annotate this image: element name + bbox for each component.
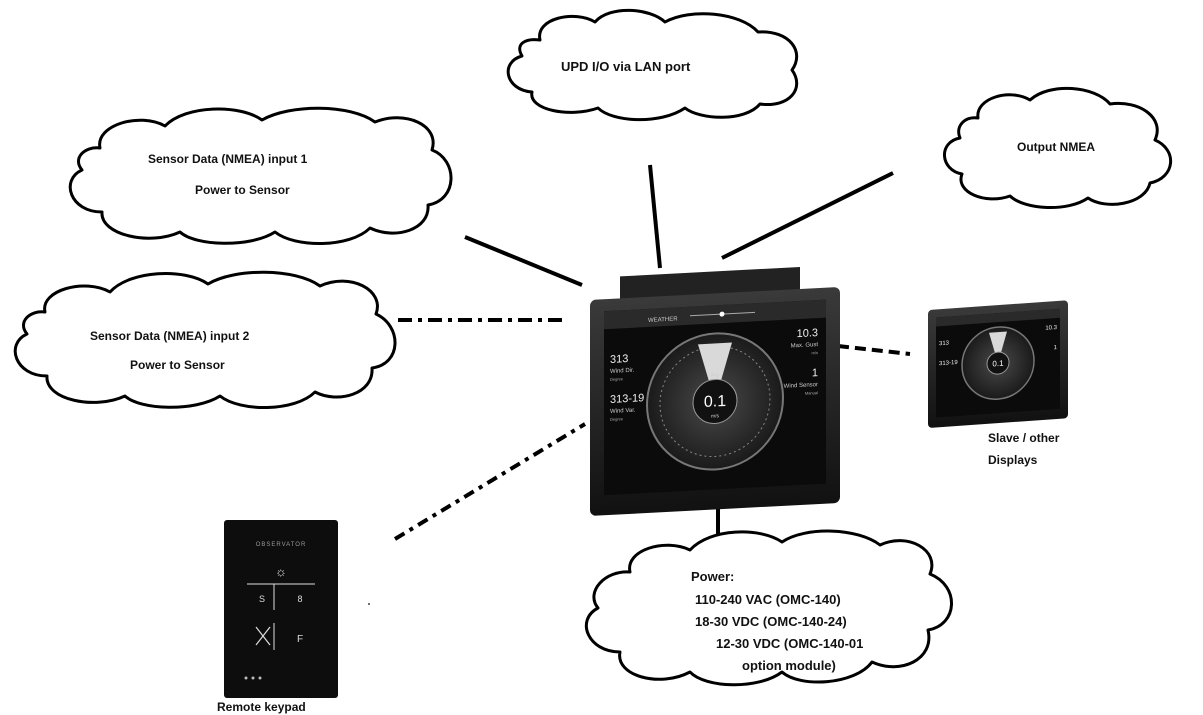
cloud-power-line1: 110-240 VAC (OMC-140): [695, 592, 841, 607]
cloud-power-line3: 12-30 VDC (OMC-140-01: [716, 636, 864, 651]
slave-center-value: 0.1: [992, 359, 1004, 369]
line-slave: [837, 344, 911, 356]
display-right-1-name: Max. Gust: [791, 342, 819, 349]
keypad-body: [224, 520, 338, 698]
slave-left-2: 313-19: [939, 360, 958, 367]
line-input1: [464, 235, 583, 287]
slave-header: [936, 308, 1060, 327]
display-left-1-unit: Degree: [610, 376, 624, 382]
display-center-circle: [692, 378, 738, 424]
display-right-2-unit: Manual: [805, 390, 818, 396]
display-dial-ring: [659, 345, 771, 458]
display-left-2-unit: Degree: [610, 416, 624, 422]
display-right-2-value: 1: [812, 367, 818, 379]
cloud-power: [585, 529, 953, 687]
cloud-power-title: Power:: [691, 569, 735, 584]
slave-center: [986, 351, 1010, 375]
cloud-nmea-out: [943, 86, 1173, 209]
line-lan: [648, 164, 662, 269]
cloud-input2: [13, 270, 397, 410]
slave-label-line1: Slave / other: [988, 431, 1060, 445]
cloud-input1-line1: Sensor Data (NMEA) input 1: [148, 152, 308, 166]
display-right-1-value: 10.3: [797, 327, 818, 340]
keypad-led-3: [258, 676, 262, 680]
cloud-lan: [506, 8, 799, 122]
display-center-value: 0.1: [704, 393, 726, 411]
keypad-label: Remote keypad: [217, 700, 306, 714]
display-right-2-name: Wind Sensor: [784, 382, 818, 390]
cloud-input1-line2: Power to Sensor: [195, 183, 290, 197]
line-nmea-out: [721, 171, 894, 260]
keypad-led-2: [251, 676, 255, 680]
display-left-2-value: 313-19: [610, 392, 644, 406]
main-display: WEATHER Avg 0.1 m/s 313 Wind Dir. Degree…: [590, 266, 840, 516]
remote-keypad: OBSERVATOR ☼ S 8 F: [224, 520, 338, 698]
keypad-brightness-icon: ☼: [275, 564, 287, 579]
cloud-power-line4: option module): [742, 658, 836, 673]
cloud-input2-line1: Sensor Data (NMEA) input 2: [90, 329, 250, 343]
slave-right-2: 1: [1054, 345, 1058, 351]
keypad-x-b: [255, 626, 271, 646]
slave-label-line2: Displays: [988, 453, 1038, 467]
slave-display: 0.1 313 313-19 10.3 1: [928, 300, 1068, 428]
display-tab: WEATHER: [648, 316, 678, 324]
keypad-led-1: [244, 676, 248, 680]
keypad-f-key: F: [297, 634, 303, 645]
keypad-left-key: S: [259, 594, 265, 604]
cloud-input1: [68, 106, 453, 246]
display-wind-sector: [698, 342, 732, 402]
slave-left-1: 313: [939, 340, 950, 347]
display-left-1-value: 313: [610, 353, 628, 366]
keypad-brand: OBSERVATOR: [256, 542, 307, 548]
cloud-nmea-out-label: Output NMEA: [1017, 140, 1095, 154]
slave-wind-sector: [989, 331, 1007, 364]
cloud-input2-line2: Power to Sensor: [130, 358, 225, 372]
slave-right-1: 10.3: [1045, 325, 1057, 332]
display-top-label: Avg: [711, 372, 720, 378]
cloud-lan-label: UPD I/O via LAN port: [561, 59, 691, 74]
display-left-2-name: Wind Var.: [610, 408, 636, 415]
stray-dot: [368, 603, 370, 605]
display-right-1-unit: m/s: [812, 350, 818, 355]
line-keypad: [393, 422, 587, 541]
display-center-unit: m/s: [711, 413, 720, 419]
keypad-up-key: 8: [297, 594, 302, 604]
display-slider-knob: [719, 311, 725, 317]
cloud-power-line2: 18-30 VDC (OMC-140-24): [695, 614, 847, 629]
display-left-1-name: Wind Dir.: [610, 368, 635, 375]
